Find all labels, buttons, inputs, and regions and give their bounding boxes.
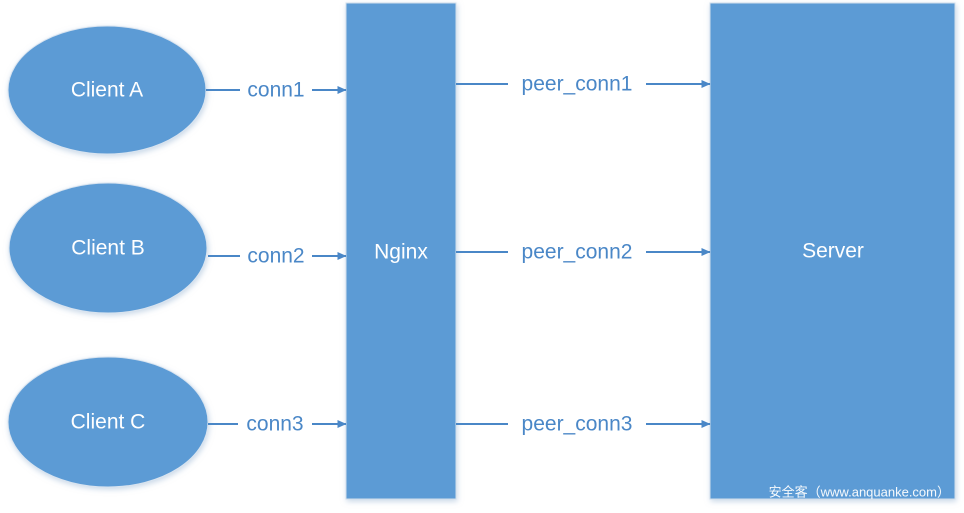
watermark-label: 安全客（www.anquanke.com） [769,484,950,499]
edge-conn1-label: conn1 [247,79,304,102]
edge-peer-conn2-label: peer_conn2 [522,241,633,264]
client-node-a[interactable]: Client A [7,25,207,155]
proxy-node-nginx[interactable]: Nginx [345,2,457,500]
edge-conn2[interactable]: conn2 [208,245,347,268]
server-shape [709,2,956,500]
client-a-label: Client A [71,79,143,102]
edge-conn1[interactable]: conn1 [206,79,347,102]
client-c-label: Client C [71,411,146,434]
edge-peer-conn1[interactable]: peer_conn1 [456,73,711,96]
client-c-shape [7,356,209,488]
nginx-label: Nginx [374,241,428,264]
edge-peer-conn2[interactable]: peer_conn2 [456,241,711,264]
edge-peer-conn1-label: peer_conn1 [522,73,633,96]
edge-peer-conn3-label: peer_conn3 [522,413,633,436]
client-b-shape [8,182,208,314]
edge-conn2-label: conn2 [247,245,304,268]
client-node-c[interactable]: Client C [7,356,209,488]
server-label: Server [802,240,864,263]
server-node[interactable]: Server [709,2,956,500]
edge-peer-conn3[interactable]: peer_conn3 [456,413,711,436]
client-b-label: Client B [71,237,145,260]
client-node-b[interactable]: Client B [8,182,208,314]
edge-conn3[interactable]: conn3 [208,413,347,436]
edge-conn3-label: conn3 [246,413,303,436]
